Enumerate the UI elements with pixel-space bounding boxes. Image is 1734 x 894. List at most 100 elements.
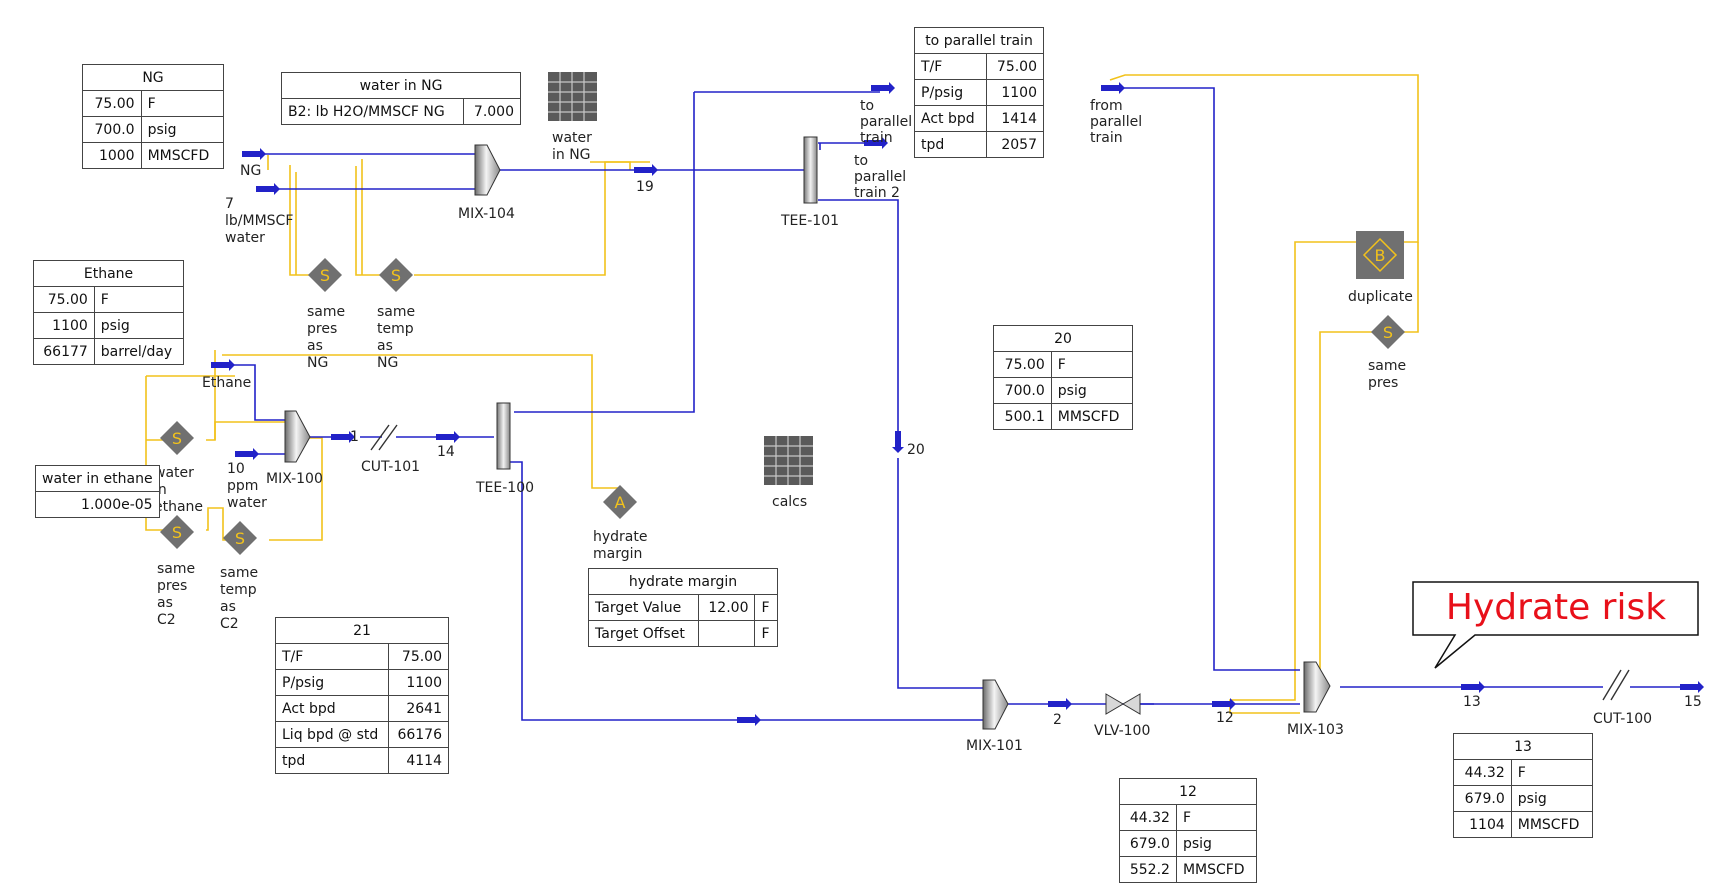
set-operation-icon[interactable]: S: [160, 421, 194, 455]
svg-text:temp: temp: [377, 321, 414, 337]
valve-icon[interactable]: [1105, 693, 1141, 715]
svg-text:water: water: [225, 230, 265, 246]
set-operation-icon[interactable]: S: [379, 258, 413, 292]
set-operation-icon[interactable]: S: [1371, 315, 1405, 349]
flowsheet-labels: NG 7 lb/MMSCF water MIX-104 water in NG …: [154, 98, 1702, 754]
hydrate-risk-callout-shape: [1412, 581, 1699, 669]
svg-text:train: train: [1090, 130, 1123, 146]
svg-text:S: S: [172, 523, 182, 542]
svg-text:ppm: ppm: [227, 478, 258, 494]
unit-label-cut101: CUT-101: [361, 459, 420, 475]
svg-text:S: S: [172, 429, 182, 448]
svg-text:S: S: [1383, 323, 1393, 342]
spreadsheet-icon[interactable]: [548, 72, 597, 121]
balance-label-duplicate: duplicate: [1348, 289, 1413, 305]
set-label-same-pres: same: [1368, 358, 1406, 374]
set-label-same-temp-c2: same: [220, 565, 258, 581]
svg-text:NG: NG: [377, 355, 398, 371]
unit-label-mix104: MIX-104: [458, 206, 515, 222]
unit-label-cut100: CUT-100: [1593, 711, 1652, 727]
adjust-operation-icon[interactable]: A: [603, 485, 637, 519]
set-operation-icon[interactable]: S: [308, 258, 342, 292]
spreadsheet-label-water-in-ng: water: [552, 130, 592, 146]
unit-label-vlv100: VLV-100: [1094, 723, 1150, 739]
svg-text:as: as: [157, 595, 173, 611]
unit-label-mix100: MIX-100: [266, 471, 323, 487]
svg-text:temp: temp: [220, 582, 257, 598]
svg-text:S: S: [391, 266, 401, 285]
tee-icon[interactable]: [496, 402, 511, 470]
svg-text:pres: pres: [1368, 375, 1398, 391]
tee-icon[interactable]: [803, 136, 818, 204]
svg-text:in NG: in NG: [552, 147, 591, 163]
spreadsheet-icon[interactable]: [764, 436, 813, 485]
mixer-icon[interactable]: [982, 679, 1009, 730]
svg-text:train: train: [860, 130, 893, 146]
svg-text:NG: NG: [307, 355, 328, 371]
set-label-same-pres-ng: same: [307, 304, 345, 320]
svg-text:parallel: parallel: [860, 114, 912, 130]
set-operation-icon[interactable]: S: [223, 521, 257, 555]
svg-text:as: as: [307, 338, 323, 354]
set-label-same-pres-c2: same: [157, 561, 195, 577]
set-label-water-in-ethane: water: [154, 465, 194, 481]
svg-text:S: S: [320, 266, 330, 285]
balance-operation-icon[interactable]: B: [1356, 231, 1404, 279]
spreadsheet-label-calcs: calcs: [772, 494, 807, 510]
spreadsheet-table-water-in-ethane: water in ethane 1.000e-05: [35, 465, 160, 518]
svg-text:lb/MMSCF: lb/MMSCF: [225, 213, 293, 229]
svg-text:pres: pres: [157, 578, 187, 594]
svg-text:pres: pres: [307, 321, 337, 337]
cut-icon[interactable]: [370, 424, 398, 451]
svg-text:C2: C2: [220, 616, 239, 632]
stream-label-2: 2: [1053, 712, 1062, 728]
material-streams: [215, 87, 1680, 721]
adjust-label-hydrate-margin: hydrate: [593, 529, 647, 545]
mixer-icon[interactable]: [474, 144, 501, 196]
unit-label-mix103: MIX-103: [1287, 722, 1344, 738]
stream-label-19: 19: [636, 179, 654, 195]
unit-label-tee100: TEE-100: [475, 480, 534, 496]
stream-label-to-parallel-train-2: to: [854, 153, 868, 169]
set-label-same-temp-ng: same: [377, 304, 415, 320]
stream-label-ethane: Ethane: [202, 375, 251, 391]
stream-label-from-parallel-train: from: [1090, 98, 1123, 114]
svg-text:parallel: parallel: [854, 169, 906, 185]
unit-label-mix101: MIX-101: [966, 738, 1023, 754]
mixer-icon[interactable]: [1303, 661, 1331, 713]
stream-label-ng: NG: [240, 163, 261, 179]
callout-text: Hydrate risk: [1445, 587, 1667, 628]
cut-icon[interactable]: [1602, 669, 1630, 701]
svg-text:as: as: [377, 338, 393, 354]
stream-label-12: 12: [1216, 710, 1234, 726]
set-operation-icon[interactable]: S: [160, 515, 194, 549]
svg-text:train 2: train 2: [854, 185, 900, 201]
stream-label-10ppm-water: 10: [227, 461, 245, 477]
svg-text:ethane: ethane: [154, 499, 203, 515]
stream-label-water: 7: [225, 196, 234, 212]
stream-label-1: 1: [350, 429, 359, 445]
stream-label-13: 13: [1463, 694, 1481, 710]
stream-label-to-parallel-train: to: [860, 98, 874, 114]
svg-text:C2: C2: [157, 612, 176, 628]
stream-label-14: 14: [437, 444, 455, 460]
svg-text:S: S: [235, 529, 245, 548]
unit-label-tee101: TEE-101: [780, 213, 839, 229]
stream-label-20: 20: [907, 442, 925, 458]
svg-text:margin: margin: [593, 546, 642, 562]
logic-connections: [145, 74, 1419, 714]
stream-label-15: 15: [1684, 694, 1702, 710]
svg-text:as: as: [220, 599, 236, 615]
svg-text:B: B: [1375, 246, 1386, 265]
mixer-icon[interactable]: [284, 410, 311, 463]
